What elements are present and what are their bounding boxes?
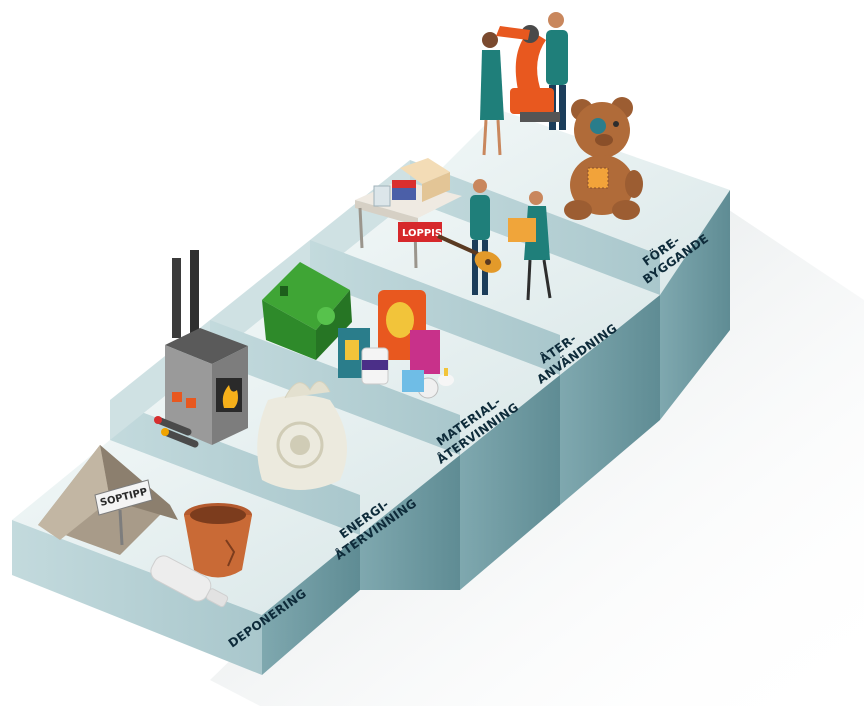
- people-icon: [470, 12, 568, 301]
- flower-pot-icon: [184, 503, 252, 578]
- loppis-table-icon: LOPPIS: [355, 158, 462, 269]
- teddy-bear-icon: [564, 97, 643, 220]
- soptipp-sign: SOPTIPP: [94, 479, 153, 546]
- packaging-icon: [338, 290, 454, 399]
- step-front: [12, 520, 262, 675]
- garbage-bag-icon: [257, 381, 348, 490]
- step-side: [460, 375, 560, 590]
- step-side: [360, 455, 460, 590]
- front-3: [310, 240, 560, 375]
- step-side: [262, 535, 360, 675]
- loppis-sign-text: LOPPIS: [402, 228, 442, 239]
- step-side: [560, 295, 660, 505]
- incinerator-icon: [154, 250, 248, 448]
- front-2: [210, 320, 460, 455]
- guitar-icon: [437, 234, 502, 273]
- step-side: [660, 190, 730, 420]
- recycling-container-icon: [262, 262, 352, 360]
- robot-arm-icon: [496, 25, 560, 122]
- bottle-icon: [150, 555, 229, 608]
